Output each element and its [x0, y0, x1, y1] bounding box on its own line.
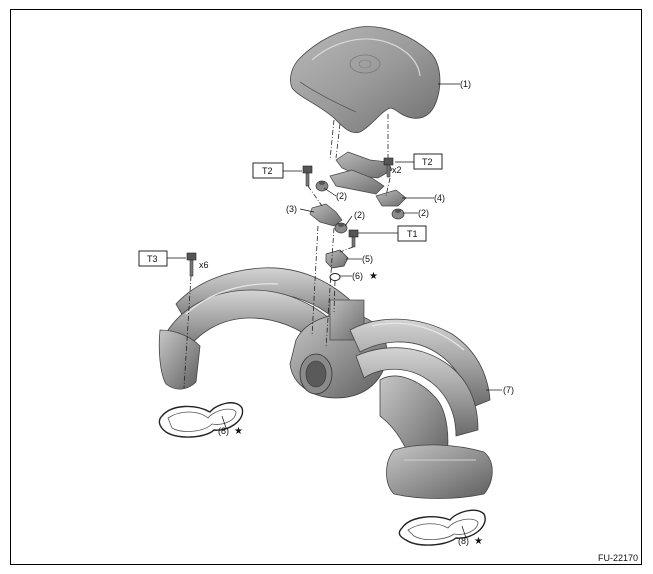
- star-mark-6: ★: [369, 271, 378, 282]
- torque-tag-t1: [397, 225, 427, 242]
- bracket-3: [309, 203, 343, 227]
- bolt-icon: [348, 229, 359, 248]
- callout-2-right: (2): [418, 208, 429, 218]
- torque-tag-t1-text: T1: [407, 229, 418, 239]
- callout-6: (6): [352, 271, 363, 281]
- callout-3: (3): [286, 204, 297, 214]
- callout-1: (1): [460, 79, 471, 89]
- sensor-part: [325, 249, 349, 269]
- star-mark-8-right: ★: [474, 536, 483, 547]
- gasket-left: [158, 402, 244, 438]
- quantity-x2: x2: [392, 165, 402, 175]
- callout-8-right: (8): [458, 536, 469, 546]
- callout-2-middle: (2): [354, 210, 365, 220]
- callout-5: (5): [362, 254, 373, 264]
- leader-lines: [166, 83, 502, 539]
- star-mark-8-left: ★: [234, 426, 243, 437]
- gasket-right: [398, 509, 486, 546]
- torque-tag-t2-left-text: T2: [262, 166, 273, 176]
- callout-2-upper: (2): [336, 191, 347, 201]
- quantity-x6: x6: [199, 260, 209, 270]
- figure-code: FU-22170: [598, 553, 638, 563]
- callout-7: (7): [503, 385, 514, 395]
- torque-tag-t2-right: [413, 153, 443, 170]
- torque-tag-t3: [138, 250, 168, 267]
- torque-tag-t2-right-text: T2: [422, 157, 433, 167]
- figure-frame: [10, 9, 642, 565]
- bolt-icon: [383, 157, 394, 178]
- engine-cover: [290, 26, 441, 133]
- bracket-part: [329, 151, 407, 207]
- grommet: [391, 208, 405, 220]
- bolt-icon: [302, 165, 313, 187]
- callout-8-left: (8): [218, 426, 229, 436]
- torque-tag-t2-left: [252, 162, 284, 179]
- o-ring: [329, 273, 341, 281]
- callout-4: (4): [434, 193, 445, 203]
- torque-tag-t3-text: T3: [147, 254, 158, 264]
- bolt-icon: [186, 252, 197, 277]
- intake-manifold: [158, 267, 493, 499]
- grommet: [334, 222, 348, 234]
- assembly-lines: [183, 114, 391, 389]
